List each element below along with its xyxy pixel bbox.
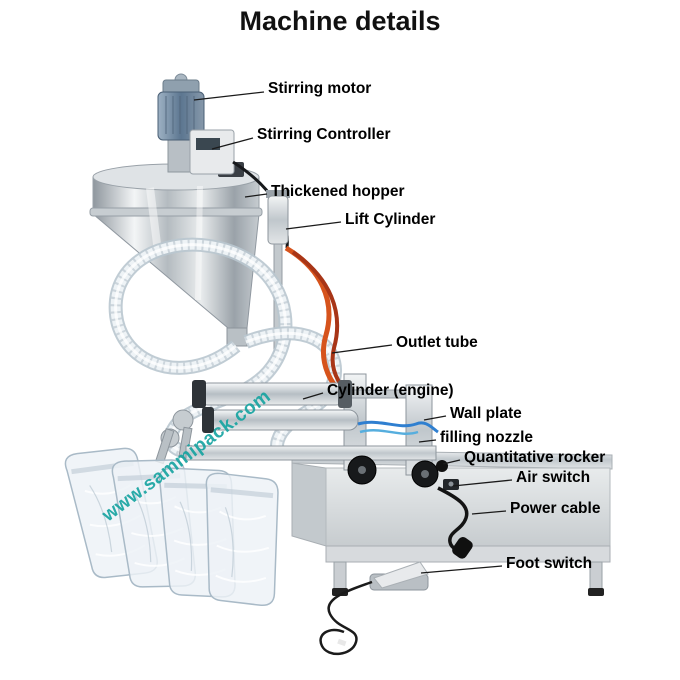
- leader-foot-switch: [420, 565, 503, 574]
- leader-stirring-controller: [211, 137, 254, 150]
- leader-power-cable: [471, 510, 507, 515]
- leader-filling-nozzle: [418, 439, 437, 443]
- label-stirring-controller: Stirring Controller: [257, 126, 391, 143]
- label-outlet-tube: Outlet tube: [396, 334, 478, 351]
- label-foot-switch: Foot switch: [506, 555, 593, 572]
- leader-cylinder-engine: [302, 392, 324, 400]
- filling-nozzle: [155, 409, 194, 465]
- foot-switch: [319, 561, 429, 655]
- label-filling-nozzle: filling nozzle: [440, 429, 533, 446]
- label-air-switch: Air switch: [516, 469, 591, 486]
- leader-thickened-hopper: [244, 193, 268, 198]
- leader-air-switch: [452, 479, 513, 487]
- quantitative-rocker: [347, 455, 448, 488]
- page-title: Machine details: [239, 6, 441, 36]
- air-switch: [443, 479, 459, 490]
- leader-wall-plate: [423, 415, 447, 421]
- label-lift-cylinder: Lift Cylinder: [345, 211, 436, 228]
- leader-quantitative-rocker: [442, 459, 461, 465]
- leader-lift-cylinder: [285, 221, 342, 230]
- cylinder-engine: [192, 380, 359, 433]
- label-power-cable: Power cable: [510, 500, 601, 517]
- label-wall-plate: Wall plate: [450, 405, 522, 422]
- label-stirring-motor: Stirring motor: [268, 80, 372, 97]
- label-cylinder-engine: Cylinder (engine): [327, 382, 454, 399]
- leader-outlet-tube: [331, 344, 393, 354]
- filling-machine-body: [155, 373, 459, 490]
- leader-stirring-motor: [193, 91, 265, 101]
- label-thickened-hopper: Thickened hopper: [271, 183, 405, 200]
- label-quantitative-rocker: Quantitative rocker: [464, 449, 606, 466]
- power-cable: [437, 486, 473, 559]
- leader-lines: [193, 91, 513, 574]
